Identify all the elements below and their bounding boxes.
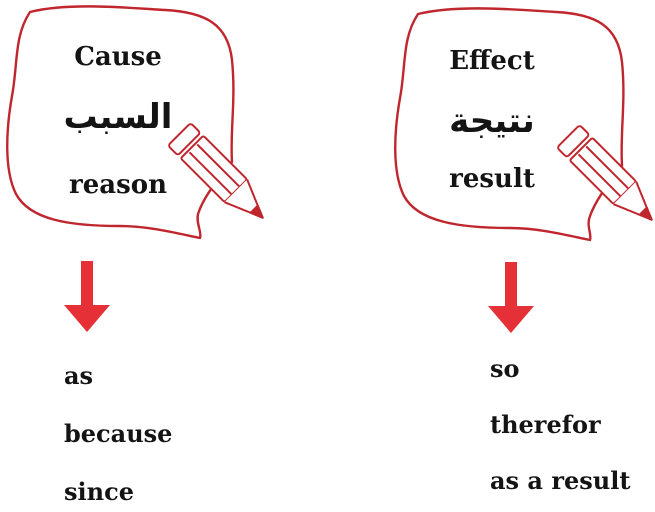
effect-connector-item: therefor (490, 410, 601, 439)
effect-english-label: result (449, 164, 535, 194)
effect-title: Effect (449, 46, 535, 76)
cause-connector-item: since (64, 477, 134, 506)
effect-connector-item: as a result (490, 466, 631, 495)
effect-arabic-label: نتيجة (449, 101, 535, 141)
cause-english-label: reason (69, 170, 167, 200)
effect-note-outline (394, 7, 625, 242)
cause-title: Cause (74, 42, 162, 72)
cause-connector-item: as (64, 361, 94, 390)
cause-arabic-label: السبب (63, 97, 173, 137)
effect-pencil-icon (557, 125, 653, 221)
cause-down-arrow (64, 261, 110, 332)
cause-note-outline (6, 5, 235, 240)
cause-pencil-icon (168, 123, 264, 219)
effect-down-arrow (488, 262, 534, 333)
effect-connector-item: so (490, 354, 520, 383)
cause-connector-item: because (64, 419, 173, 448)
